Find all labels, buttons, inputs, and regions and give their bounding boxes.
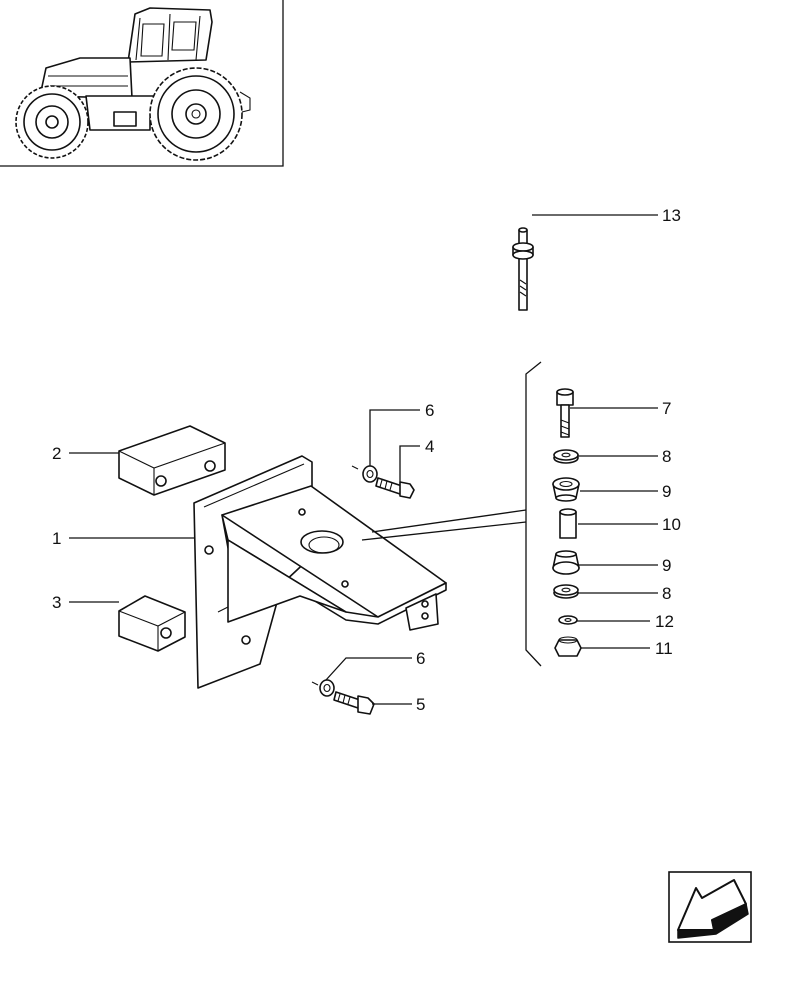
callout-6-upper: 6 xyxy=(425,401,434,420)
part-2-block xyxy=(118,425,226,496)
part-1-bracket xyxy=(193,455,447,689)
callout-6-lower: 6 xyxy=(416,649,425,668)
callout-2: 2 xyxy=(52,444,61,463)
callout-9-upper: 9 xyxy=(662,482,671,501)
part-6-washer-upper xyxy=(351,465,378,483)
leader-lines xyxy=(69,407,658,705)
part-5-bolt xyxy=(333,691,375,715)
callout-1: 1 xyxy=(52,529,61,548)
part-3-block xyxy=(118,595,186,652)
tractor-thumbnail xyxy=(0,0,284,167)
callout-8-upper: 8 xyxy=(662,447,671,466)
callout-11: 11 xyxy=(655,639,673,658)
callout-8-lower: 8 xyxy=(662,584,671,603)
nav-arrow-button[interactable] xyxy=(668,871,752,943)
arrow-down-left-icon xyxy=(677,879,749,939)
callout-5: 5 xyxy=(416,695,425,714)
callout-12: 12 xyxy=(655,612,674,631)
mount-stack xyxy=(552,388,582,657)
part-13-pin xyxy=(512,227,534,311)
assembly-group-bracket xyxy=(525,361,542,667)
callout-10: 10 xyxy=(662,515,681,534)
callout-7: 7 xyxy=(662,399,671,418)
callout-labels: 1 2 3 4 5 6 6 7 8 8 9 9 10 11 12 13 xyxy=(52,206,681,714)
callout-4: 4 xyxy=(425,437,434,456)
part-4-bolt xyxy=(375,477,415,499)
callout-9-lower: 9 xyxy=(662,556,671,575)
assembly-pointer-line xyxy=(361,509,527,541)
part-6-washer-lower xyxy=(311,679,335,697)
callout-3: 3 xyxy=(52,593,61,612)
callout-13: 13 xyxy=(662,206,681,225)
tractor-illustration xyxy=(15,7,251,161)
